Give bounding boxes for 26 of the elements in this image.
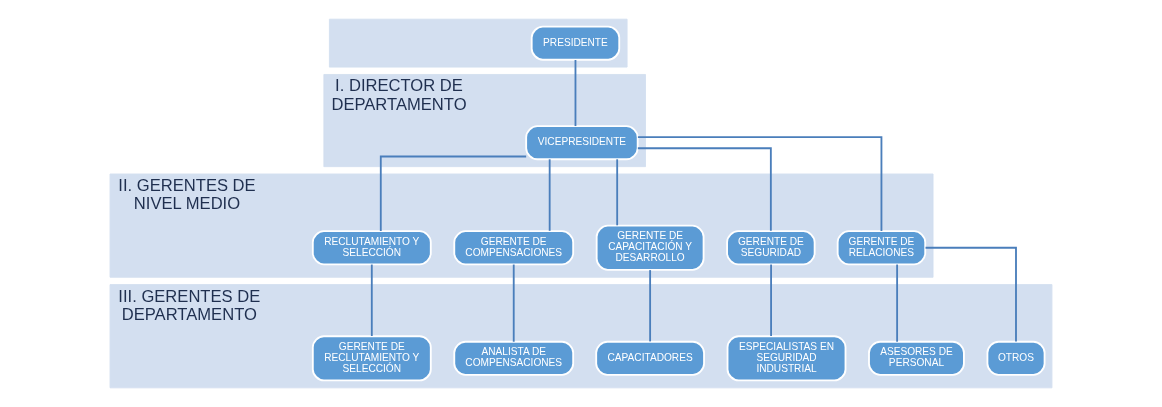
- connector: [649, 269, 652, 343]
- node-box: ANALISTA DE COMPENSACIONES: [453, 340, 575, 376]
- connector: [616, 158, 619, 227]
- node-box: RECLUTAMIENTO Y SELECCIÓN: [311, 230, 432, 266]
- connector: [637, 136, 883, 232]
- connector: [379, 155, 528, 232]
- node-box: GERENTE DE CAPACITACIÓN Y DESARROLLO: [595, 224, 705, 271]
- cluster: [328, 18, 628, 68]
- node-box: PRESIDENTE: [530, 25, 621, 61]
- node-box: ASESORES DE PERSONAL: [868, 340, 965, 376]
- connector: [548, 158, 551, 232]
- connector: [512, 263, 515, 343]
- node-box: CAPACITADORES: [595, 340, 705, 376]
- node-box: GERENTE DE RECLUTAMIENTO Y SELECCIÓN: [311, 335, 432, 382]
- connector: [896, 263, 899, 343]
- connector: [636, 147, 772, 232]
- node-box: GERENTE DE COMPENSACIONES: [453, 230, 575, 266]
- connector: [770, 263, 772, 337]
- node-box: VICEPRESIDENTE: [525, 125, 639, 161]
- node-box: GERENTE DE SEGURIDAD: [726, 230, 816, 266]
- connector: [924, 246, 1017, 343]
- node-box: GERENTE DE RELACIONES: [836, 230, 927, 266]
- node-box: OTROS: [986, 340, 1046, 376]
- connector: [370, 263, 373, 337]
- connector: [574, 59, 577, 127]
- node-box: ESPECIALISTAS EN SEGURIDAD INDUSTRIAL: [726, 335, 847, 382]
